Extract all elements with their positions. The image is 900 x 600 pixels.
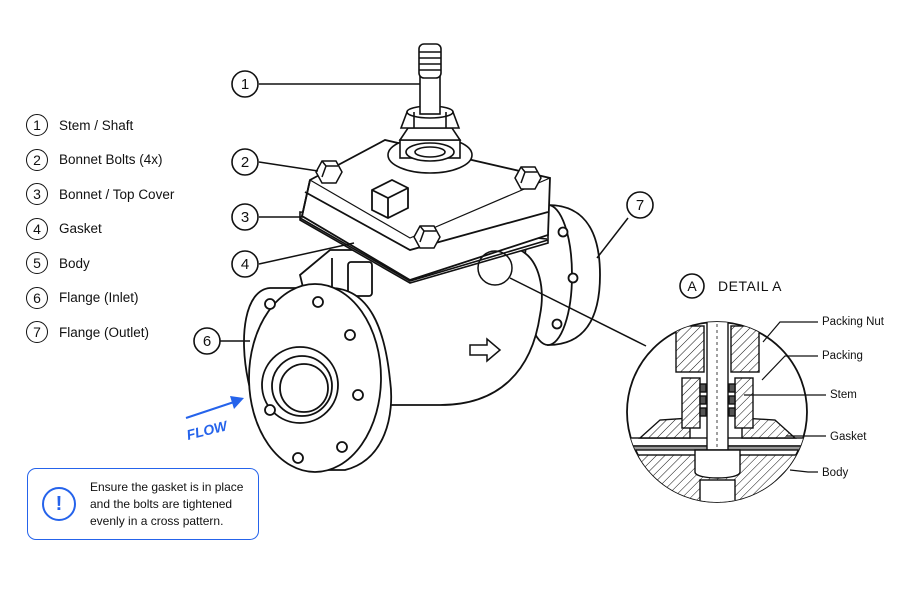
detail-title: DETAIL A	[718, 278, 782, 294]
legend-label: Bonnet Bolts (4x)	[59, 152, 163, 168]
label-packing: Packing	[822, 350, 863, 362]
legend-number: 7	[26, 321, 48, 344]
detail-leaders	[744, 321, 826, 473]
detail-a-section	[626, 321, 808, 503]
bolt-hex-icon	[413, 225, 441, 249]
legend-item: 4 Gasket	[26, 212, 226, 247]
stem-assembly	[387, 43, 473, 174]
legend-label: Gasket	[59, 221, 102, 237]
exclamation-icon: !	[42, 487, 76, 521]
bonnet	[300, 139, 551, 281]
bolt-hex-icon	[315, 160, 343, 184]
legend-number: 6	[26, 286, 48, 309]
callout-4: 4	[241, 256, 249, 273]
bonnet-bolts	[315, 160, 542, 249]
detail-reference	[477, 250, 647, 347]
legend-item: 1 Stem / Shaft	[26, 108, 226, 143]
flow-arrow-icon	[185, 396, 244, 419]
legend-item: 6 Flange (Inlet)	[26, 281, 226, 316]
callouts	[219, 83, 629, 342]
legend-number: 3	[26, 183, 48, 206]
callout-1: 1	[241, 76, 249, 93]
callout-6: 6	[203, 333, 211, 350]
inlet-flange	[243, 283, 393, 473]
callout-2: 2	[241, 154, 249, 171]
legend-label: Body	[59, 255, 90, 271]
legend-item: 3 Bonnet / Top Cover	[26, 177, 226, 212]
legend-item: 7 Flange (Outlet)	[26, 315, 226, 350]
legend-number: 1	[26, 114, 48, 137]
callout-3: 3	[241, 209, 249, 226]
flow-label: FLOW	[185, 417, 231, 443]
callout-7: 7	[636, 197, 644, 214]
label-stem: Stem	[830, 389, 857, 401]
legend-label: Flange (Inlet)	[59, 290, 139, 306]
legend-item: 5 Body	[26, 246, 226, 281]
legend-label: Stem / Shaft	[59, 117, 134, 133]
detail-marker-letter: A	[687, 278, 697, 294]
legend-label: Flange (Outlet)	[59, 324, 150, 340]
bolt-hex-icon	[514, 166, 542, 190]
label-gasket: Gasket	[830, 431, 867, 443]
legend-number: 5	[26, 252, 48, 275]
legend-number: 4	[26, 217, 48, 240]
label-packing-nut: Packing Nut	[822, 316, 885, 328]
legend-number: 2	[26, 148, 48, 171]
legend-label: Bonnet / Top Cover	[59, 186, 175, 202]
note-text: Ensure the gasket is in place and the bo…	[90, 479, 244, 528]
callout-markers	[193, 70, 654, 355]
assembly-note: ! Ensure the gasket is in place and the …	[27, 468, 259, 540]
detail-marker	[679, 273, 705, 299]
label-body: Body	[822, 467, 848, 479]
parts-legend: 1 Stem / Shaft 2 Bonnet Bolts (4x) 3 Bonnet…	[26, 108, 226, 350]
legend-item: 2 Bonnet Bolts (4x)	[26, 143, 226, 178]
